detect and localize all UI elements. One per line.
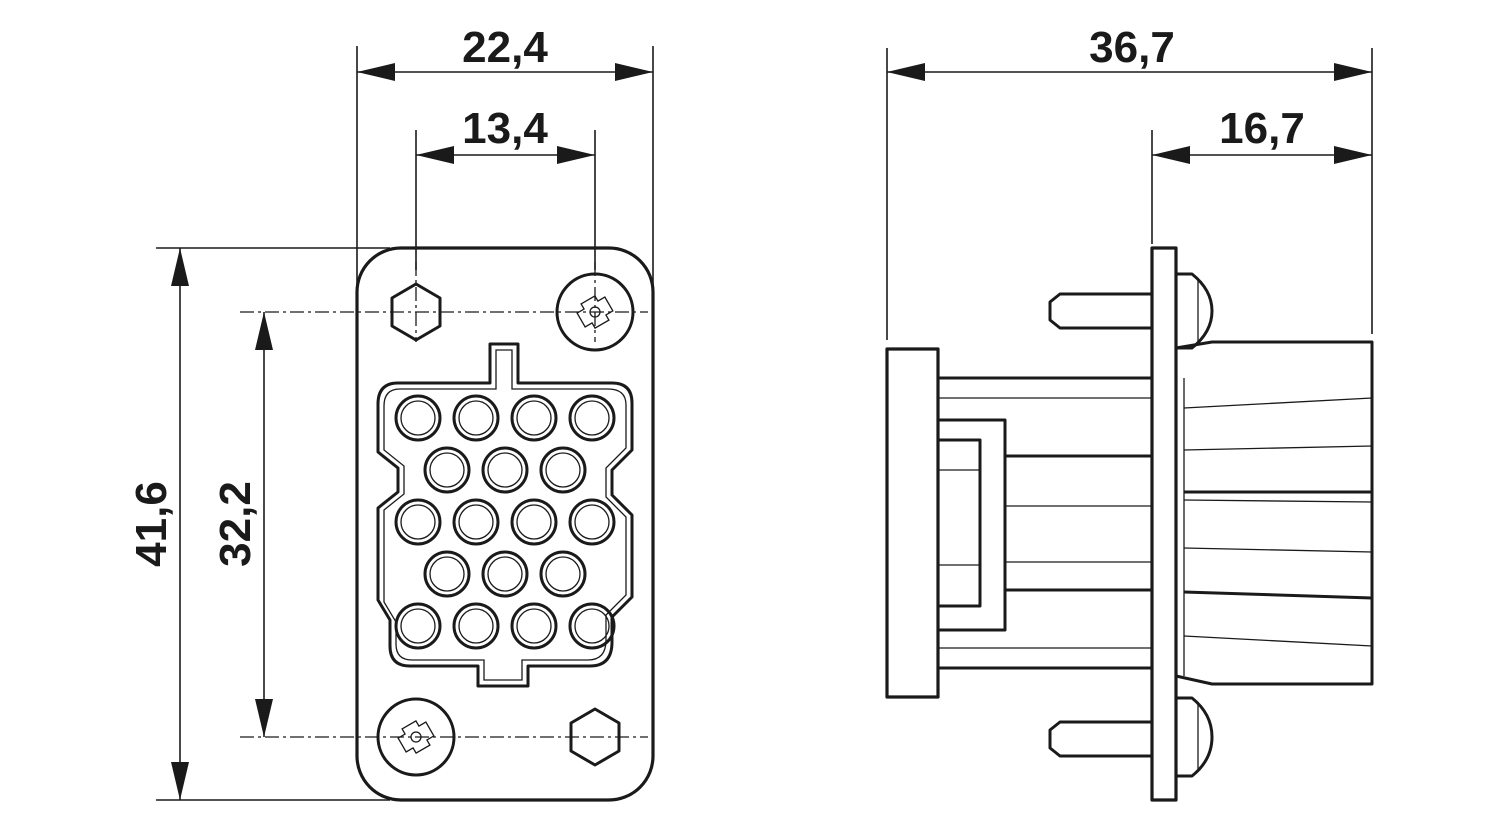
screw-head-side-top	[1176, 272, 1214, 350]
contact-hole-inner	[574, 400, 610, 436]
dim-rear-length: 16,7	[1219, 104, 1305, 153]
contact-hole	[423, 446, 471, 494]
contact-hole-inner	[516, 608, 552, 644]
contact-hole-inner	[545, 556, 581, 592]
cross-slot-icon	[576, 294, 614, 330]
contact-hole-inner	[458, 608, 494, 644]
contact-insert-inner	[383, 349, 627, 681]
contact-hole-inner	[516, 504, 552, 540]
contact-hole	[510, 602, 558, 650]
contact-hole-inner	[487, 452, 523, 488]
contact-hole-inner	[400, 400, 436, 436]
screw-head-side-bottom	[1176, 696, 1214, 778]
contact-hole	[510, 498, 558, 546]
contact-hole	[510, 394, 558, 442]
contact-hole	[394, 498, 442, 546]
contact-hole	[568, 498, 616, 546]
contact-hole	[481, 550, 529, 598]
screw-head-top-right	[555, 272, 635, 352]
contact-hole-inner	[429, 556, 465, 592]
side-view	[885, 246, 1374, 802]
contact-hole	[394, 602, 442, 650]
contact-hole-inner	[487, 556, 523, 592]
dim-overall-length: 36,7	[1089, 23, 1175, 72]
contact-hole	[539, 446, 587, 494]
contact-hole-inner	[545, 452, 581, 488]
front-flange	[885, 347, 940, 699]
contact-hole	[568, 394, 616, 442]
dim-screw-spacing-horizontal: 13,4	[462, 104, 548, 153]
contact-hole-inner	[458, 400, 494, 436]
rear-hood	[1175, 340, 1374, 686]
dim-overall-width: 22,4	[462, 23, 548, 72]
dim-screw-spacing-vertical: 32,2	[211, 481, 260, 567]
hex-nut-bottom-right	[569, 707, 621, 767]
contact-hole	[452, 394, 500, 442]
contact-hole-inner	[574, 608, 610, 644]
contact-hole	[394, 394, 442, 442]
contact-hole	[568, 602, 616, 650]
dim-overall-height: 41,6	[127, 481, 176, 567]
hex-nut-top-left	[390, 282, 442, 342]
front-housing	[355, 246, 655, 802]
contact-hole-inner	[458, 504, 494, 540]
contact-hole-inner	[574, 504, 610, 540]
contact-hole	[452, 602, 500, 650]
front-view	[240, 246, 655, 802]
cross-slot-icon	[397, 719, 435, 755]
contact-hole-inner	[400, 504, 436, 540]
contact-hole	[423, 550, 471, 598]
screw-head-bottom-left	[376, 697, 456, 777]
contact-insert-outline	[376, 342, 634, 688]
contact-hole-inner	[400, 608, 436, 644]
guide-pin-top	[1048, 292, 1152, 330]
locking-latch	[938, 418, 1007, 632]
contact-holes	[394, 394, 616, 650]
contact-hole-inner	[429, 452, 465, 488]
contact-hole	[481, 446, 529, 494]
latch-window	[936, 438, 982, 608]
contact-hole	[452, 498, 500, 546]
side-dimensions: 36,7 16,7	[886, 23, 1373, 340]
guide-pin-bottom	[1048, 720, 1152, 758]
panel-plate	[1150, 246, 1178, 802]
front-dimensions: 22,4 13,4 41,6 32,2	[127, 23, 654, 801]
contact-hole	[539, 550, 587, 598]
contact-hole-inner	[516, 400, 552, 436]
